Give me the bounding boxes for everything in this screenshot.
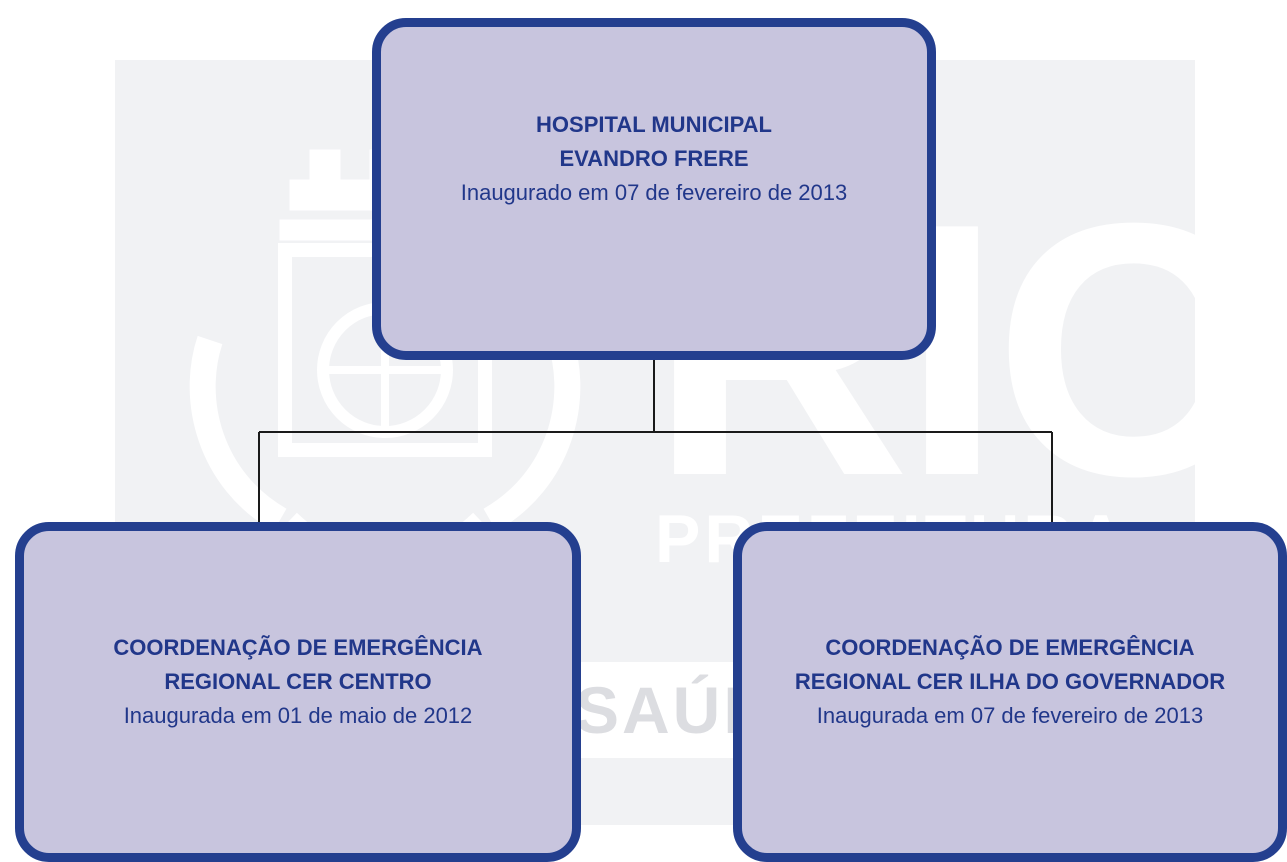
- node-left-title-line2: REGIONAL CER CENTRO: [164, 669, 432, 694]
- node-top-title-line2: EVANDRO FRERE: [559, 146, 749, 171]
- node-top-title-line1: HOSPITAL MUNICIPAL: [536, 112, 772, 137]
- node-hospital-municipal-evandro-frere: HOSPITAL MUNICIPAL EVANDRO FRERE Inaugur…: [372, 18, 936, 360]
- node-top-subtitle: Inaugurado em 07 de fevereiro de 2013: [460, 180, 848, 205]
- node-left-subtitle: Inaugurada em 01 de maio de 2012: [123, 703, 473, 728]
- node-right-subtitle: Inaugurada em 07 de fevereiro de 2013: [816, 703, 1204, 728]
- node-right-title-line2: REGIONAL CER ILHA DO GOVERNADOR: [794, 669, 1226, 694]
- node-cer-centro: COORDENAÇÃO DE EMERGÊNCIA REGIONAL CER C…: [15, 522, 581, 862]
- node-cer-ilha-do-governador: COORDENAÇÃO DE EMERGÊNCIA REGIONAL CER I…: [733, 522, 1287, 862]
- node-left-title-line1: COORDENAÇÃO DE EMERGÊNCIA: [113, 635, 483, 660]
- node-right-title-line1: COORDENAÇÃO DE EMERGÊNCIA: [825, 635, 1195, 660]
